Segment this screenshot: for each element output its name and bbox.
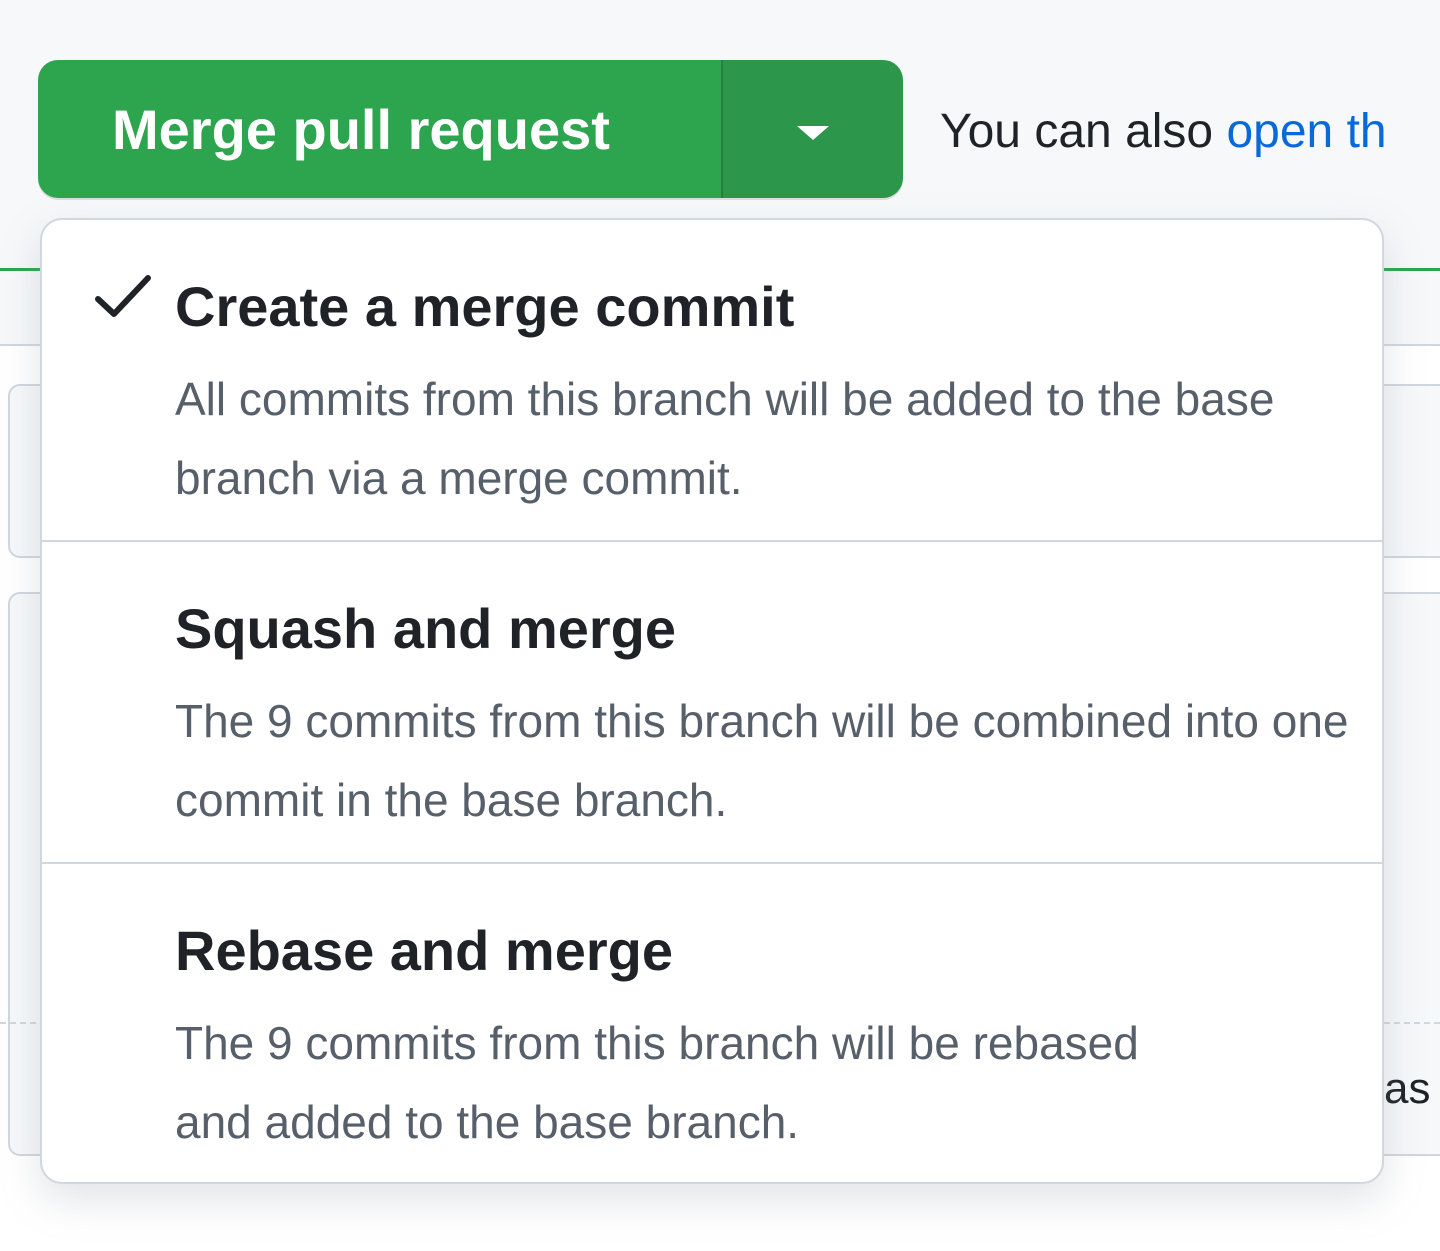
triangle-down-icon	[797, 126, 829, 140]
menu-item-create-merge-commit[interactable]: Create a merge commit All commits from t…	[42, 220, 1382, 542]
menu-item-description: The 9 commits from this branch will be c…	[175, 695, 1349, 826]
merge-button-group: Merge pull request	[38, 60, 903, 198]
merge-helper-prefix: You can also	[940, 105, 1227, 158]
menu-item-title: Create a merge commit	[175, 275, 795, 338]
menu-item-description: The 9 commits from this branch will be r…	[175, 1017, 1139, 1148]
menu-item-rebase-and-merge[interactable]: Rebase and merge The 9 commits from this…	[42, 864, 1382, 1182]
menu-item-squash-and-merge[interactable]: Squash and merge The 9 commits from this…	[42, 542, 1382, 864]
merge-pull-request-button[interactable]: Merge pull request	[38, 60, 721, 198]
check-icon	[95, 275, 151, 317]
menu-item-description: All commits from this branch will be add…	[175, 373, 1275, 504]
merge-helper-text: You can also open th	[940, 104, 1387, 159]
merge-method-menu: Create a merge commit All commits from t…	[40, 218, 1384, 1184]
open-in-link[interactable]: open th	[1226, 105, 1387, 158]
menu-item-title: Squash and merge	[175, 597, 677, 660]
background-text-fragment: as	[1384, 1064, 1431, 1113]
merge-method-dropdown-button[interactable]	[721, 60, 903, 198]
menu-item-title: Rebase and merge	[175, 919, 673, 982]
